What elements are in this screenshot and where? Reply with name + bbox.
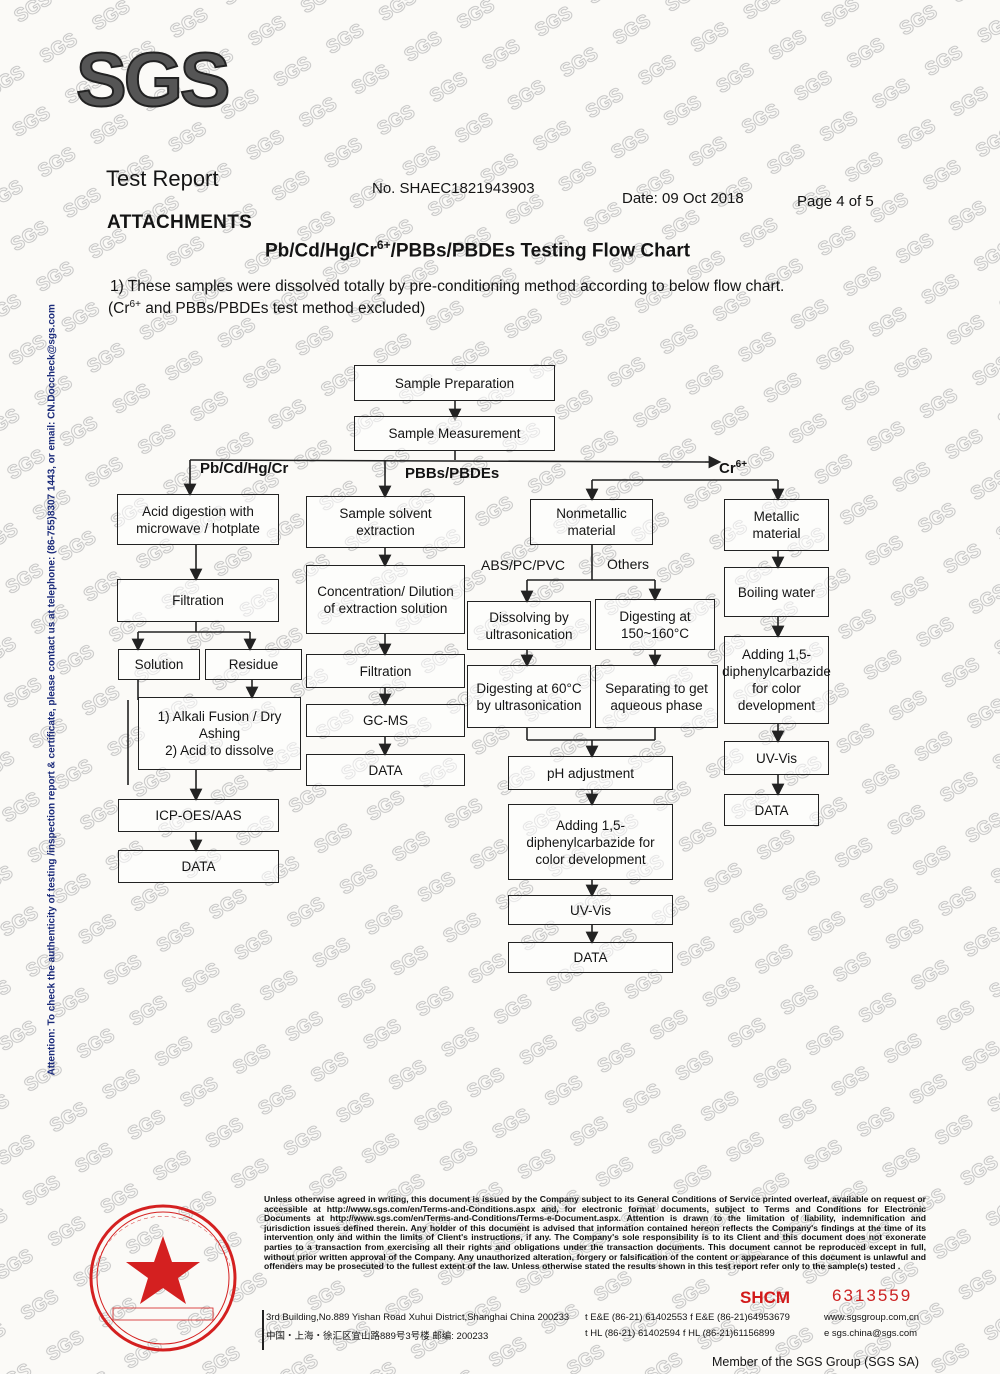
sample-preparation-box: Sample Preparation (354, 365, 555, 401)
phone-hl: t HL (86-21) 61402594 f HL (86-21)611568… (585, 1328, 775, 1339)
sample-measurement-box: Sample Measurement (354, 416, 555, 451)
cr-sup: 6+ (735, 459, 748, 470)
icp-box: ICP-OES/AAS (118, 799, 279, 832)
digesting-150-box: Digesting at 150~160°C (595, 599, 715, 650)
adding-dpc-box-right: Adding 1,5-diphenylcarbazide for color d… (722, 636, 831, 724)
filtration-box-2: Filtration (306, 654, 465, 688)
acid-digestion-box: Acid digestion with microwave / hotplate (117, 494, 279, 545)
company-seal (89, 1204, 237, 1352)
concentration-box: Concentration/ Dilution of extraction so… (306, 565, 465, 634)
dissolving-box: Dissolving by ultrasonication (467, 601, 591, 650)
filtration-box-1: Filtration (117, 579, 279, 622)
digesting-60-box: Digesting at 60°C by ultrasonication (467, 665, 591, 728)
residue-box: Residue (205, 649, 302, 680)
branch-label-metals: Pb/Cd/Hg/Cr (200, 460, 289, 477)
fusion-step-1: 1) Alkali Fusion / Dry Ashing (157, 709, 282, 741)
branch-label-pbb: PBBs/PBDEs (405, 465, 500, 482)
address-chinese: 中国・上海・徐汇区宜山路889号3号楼 邮编: 200233 (266, 1331, 489, 1342)
solution-box: Solution (118, 649, 200, 680)
separating-box: Separating to get aqueous phase (595, 665, 718, 728)
address-english: 3rd Building,No.889 Yishan Road Xuhui Di… (266, 1312, 570, 1323)
cr-label: Cr (719, 460, 736, 477)
disclaimer-text: Unless otherwise agreed in writing, this… (264, 1194, 926, 1272)
data-box-1: DATA (118, 850, 279, 883)
serial-number: 6313559 (832, 1286, 913, 1305)
branch-label-cr6: Cr6+ (719, 459, 747, 477)
others-label: Others (607, 556, 650, 572)
data-box-2: DATA (306, 754, 465, 786)
shcm-code: SHCM (740, 1288, 791, 1307)
boiling-water-box: Boiling water (724, 567, 829, 617)
phone-ee: t E&E (86-21) 61402553 f E&E (86-21)6495… (585, 1312, 790, 1323)
data-box-3: DATA (508, 942, 673, 973)
abs-pc-pvc-label: ABS/PC/PVC (481, 557, 566, 573)
member-text: Member of the SGS Group (SGS SA) (712, 1355, 920, 1369)
adding-dpc-box-mid: Adding 1,5-diphenylcarbazide for color d… (508, 804, 673, 880)
authenticity-note: Attention: To check the authenticity of … (46, 304, 58, 1076)
fusion-box: 1) Alkali Fusion / Dry Ashing 2) Acid to… (138, 697, 301, 770)
ph-adjustment-box: pH adjustment (508, 756, 673, 790)
address-divider (262, 1310, 264, 1350)
solvent-extraction-box: Sample solvent extraction (306, 496, 465, 548)
fusion-step-2: 2) Acid to dissolve (165, 743, 274, 758)
metallic-box: Metallic material (724, 499, 829, 551)
uvvis-box-mid: UV-Vis (508, 895, 673, 925)
email-text: e sgs.china@sgs.com (824, 1328, 918, 1339)
website-text: www.sgsgroup.com.cn (824, 1312, 920, 1323)
gcms-box: GC-MS (306, 704, 465, 737)
data-box-4: DATA (724, 794, 819, 826)
uvvis-box-right: UV-Vis (724, 741, 829, 775)
nonmetallic-box: Nonmetallic material (530, 499, 653, 545)
